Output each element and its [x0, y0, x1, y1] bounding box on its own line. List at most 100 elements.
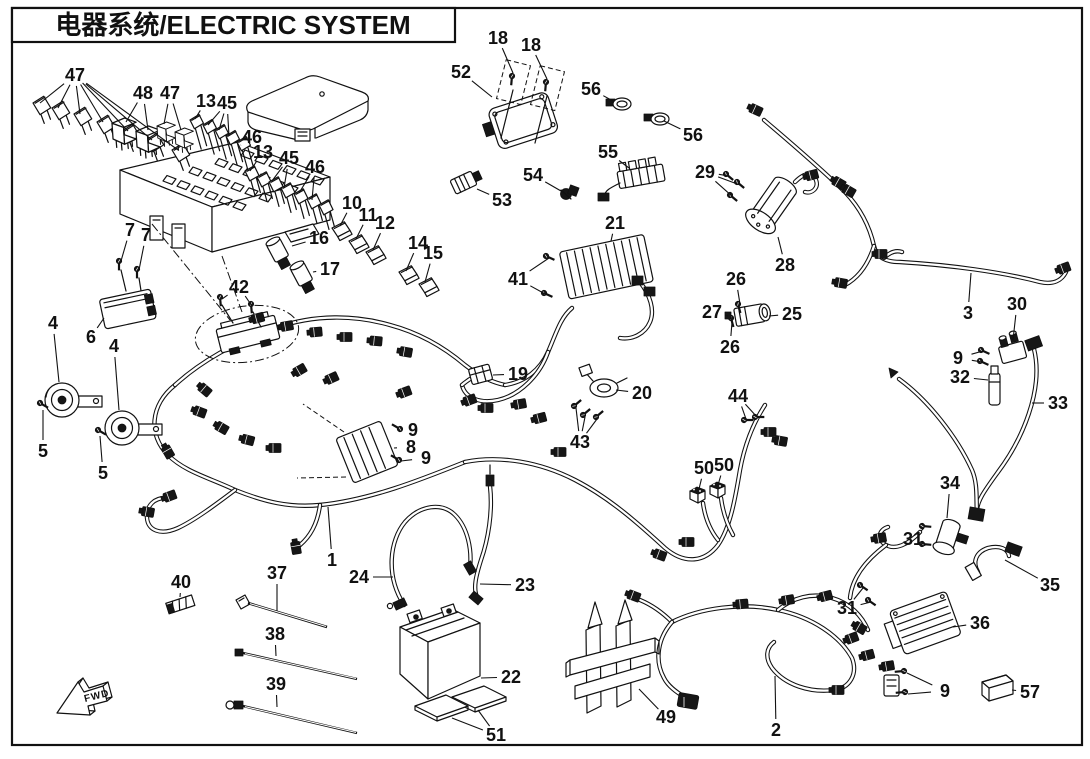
- callout-25: 25: [782, 304, 802, 324]
- fwd-arrow: FWD: [56, 677, 113, 716]
- front-harness-3: [761, 117, 1069, 288]
- fuse-slot: [176, 180, 191, 191]
- callout-18: 18: [488, 28, 508, 48]
- callout-40: 40: [171, 572, 191, 592]
- battery-cable-24: [389, 504, 473, 608]
- leader-line: [477, 709, 491, 727]
- callout-7: 7: [141, 225, 151, 245]
- fuse-slot: [204, 190, 219, 201]
- callout-28: 28: [775, 255, 795, 275]
- sensor-wire-34: [847, 524, 923, 601]
- callout-30: 30: [1007, 294, 1027, 314]
- leader-line: [968, 272, 972, 303]
- battery-cable-23: [472, 483, 494, 600]
- connector-54: [560, 184, 580, 200]
- cable-lugs: [386, 464, 495, 611]
- fuse-slot: [268, 159, 283, 170]
- callout-1: 1: [327, 550, 337, 570]
- callout-42: 42: [229, 277, 249, 297]
- callout-21: 21: [605, 213, 625, 233]
- callout-34: 34: [940, 473, 960, 493]
- leader-line: [143, 103, 149, 131]
- leader-line: [907, 691, 932, 695]
- callout-17: 17: [320, 259, 340, 279]
- regulator-21: [539, 234, 656, 300]
- callout-57: 57: [1020, 682, 1040, 702]
- callout-2: 2: [771, 720, 781, 740]
- solenoid-30: [975, 330, 1028, 367]
- callout-26: 26: [720, 337, 740, 357]
- callout-20: 20: [632, 383, 652, 403]
- leader-line: [1011, 689, 1017, 692]
- callout-41: 41: [508, 269, 528, 289]
- leader-line: [249, 160, 258, 172]
- leader-line: [717, 475, 722, 486]
- leader-line: [39, 83, 65, 104]
- callout-11: 11: [358, 205, 377, 225]
- leader-line: [451, 717, 484, 731]
- callout-16: 16: [309, 228, 329, 248]
- callout-5: 5: [98, 463, 108, 483]
- leader-line: [581, 416, 586, 432]
- callout-22: 22: [501, 667, 521, 687]
- screws-9-solenoid: [975, 345, 992, 367]
- callout-55: 55: [598, 142, 618, 162]
- clip-40: [165, 594, 196, 615]
- rear-harness-2: [637, 593, 871, 701]
- leader-line: [853, 587, 864, 600]
- fuse-slot: [310, 175, 325, 186]
- fuse-slot: [296, 170, 311, 181]
- bolts-31-ecu: [855, 580, 879, 607]
- callout-46: 46: [305, 157, 325, 177]
- bracket-49: [565, 599, 660, 714]
- callout-31: 31: [903, 529, 923, 549]
- battery-pads-51: [414, 685, 507, 722]
- connector-53: [449, 170, 483, 195]
- leader-line: [218, 113, 225, 131]
- fuse-slot: [188, 166, 203, 177]
- cdi-module-42: [151, 223, 300, 364]
- leader-line: [312, 270, 317, 273]
- leader-line: [741, 406, 747, 420]
- ecu-36: [855, 580, 961, 655]
- callout-50: 50: [694, 458, 714, 478]
- leader-line: [971, 350, 984, 355]
- callout-46: 46: [242, 127, 262, 147]
- fuse-slot: [228, 163, 243, 174]
- callout-13: 13: [196, 91, 216, 111]
- leader-line: [717, 176, 741, 186]
- callout-54: 54: [523, 165, 543, 185]
- cable-tie-38: [234, 648, 358, 681]
- callout-51: 51: [486, 725, 506, 745]
- fuse-slot: [254, 154, 269, 165]
- leader-line: [610, 233, 614, 242]
- callout-48: 48: [133, 83, 153, 103]
- leader-line: [125, 102, 138, 123]
- fuse-slot: [258, 192, 273, 203]
- callout-47: 47: [65, 65, 85, 85]
- callout-49: 49: [656, 707, 676, 727]
- fuse-slot: [190, 185, 205, 196]
- leader-line: [730, 321, 733, 337]
- fuse-slot: [202, 171, 217, 182]
- leader-line: [138, 245, 145, 271]
- leader-line: [860, 601, 872, 606]
- leader-line: [85, 83, 153, 141]
- leader-line: [920, 527, 925, 532]
- leader-line: [99, 435, 103, 463]
- leader-line: [575, 407, 580, 432]
- callout-47: 47: [160, 83, 180, 103]
- callout-45: 45: [279, 148, 299, 168]
- cable-tie-39: [225, 700, 358, 735]
- leader-line: [114, 356, 120, 411]
- callout-29: 29: [695, 162, 715, 182]
- leader-line: [274, 644, 277, 657]
- connector-57: [981, 674, 1014, 702]
- screws-43: [569, 395, 605, 422]
- leader-line: [615, 389, 629, 392]
- fuse-32: [988, 365, 1001, 406]
- leader-line: [774, 675, 777, 720]
- callout-10: 10: [342, 193, 362, 213]
- leader-line: [544, 181, 562, 192]
- leader-line: [283, 168, 288, 189]
